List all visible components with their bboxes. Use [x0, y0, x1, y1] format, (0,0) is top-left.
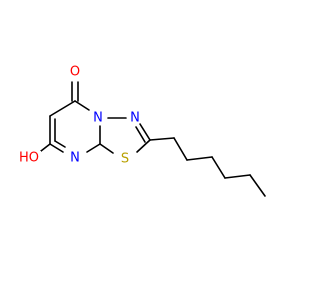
atom-labels: O N N S N HO [19, 65, 142, 167]
bond-chain-5 [224, 174, 251, 179]
bond-chain-2 [173, 137, 188, 161]
atom-ho: HO [19, 151, 41, 166]
atom-label-s: S [121, 152, 129, 167]
atom-label-o: O [70, 65, 80, 80]
bond-c7-n8-a [49, 143, 64, 153]
atom-label-ho: HO [19, 151, 39, 166]
bonds [40, 81, 266, 197]
molecule-structure-diagram: O N N S N HO [19, 65, 266, 197]
atom-label-n-thiadiazole: N [130, 111, 140, 126]
bond-s-c8a [99, 143, 114, 154]
atom-s: S [118, 152, 132, 167]
atom-label-n-bridge: N [93, 111, 103, 126]
bond-c5-c6 [49, 100, 76, 117]
bond-chain-1 [149, 137, 175, 141]
atom-n-pyrimidine: N [68, 151, 82, 166]
atom-n-thiadiazole: N [128, 111, 142, 126]
bond-n3-c2-a [139, 123, 151, 141]
bond-c7-ho [40, 143, 51, 152]
bond-n3-c2-b [135, 126, 146, 143]
bond-c2-s [136, 139, 151, 153]
bond-chain-3 [186, 156, 213, 161]
bond-c5-n4 [74, 100, 90, 111]
atom-o-keto: O [68, 65, 82, 80]
atom-label-n-pyrimidine: N [70, 151, 80, 166]
bond-c7-n8-b [54, 140, 66, 148]
bond-chain-4 [211, 156, 226, 179]
atom-n-bridge: N [91, 111, 105, 126]
bond-chain-6 [249, 174, 266, 197]
bond-n8-c8a [86, 143, 101, 153]
